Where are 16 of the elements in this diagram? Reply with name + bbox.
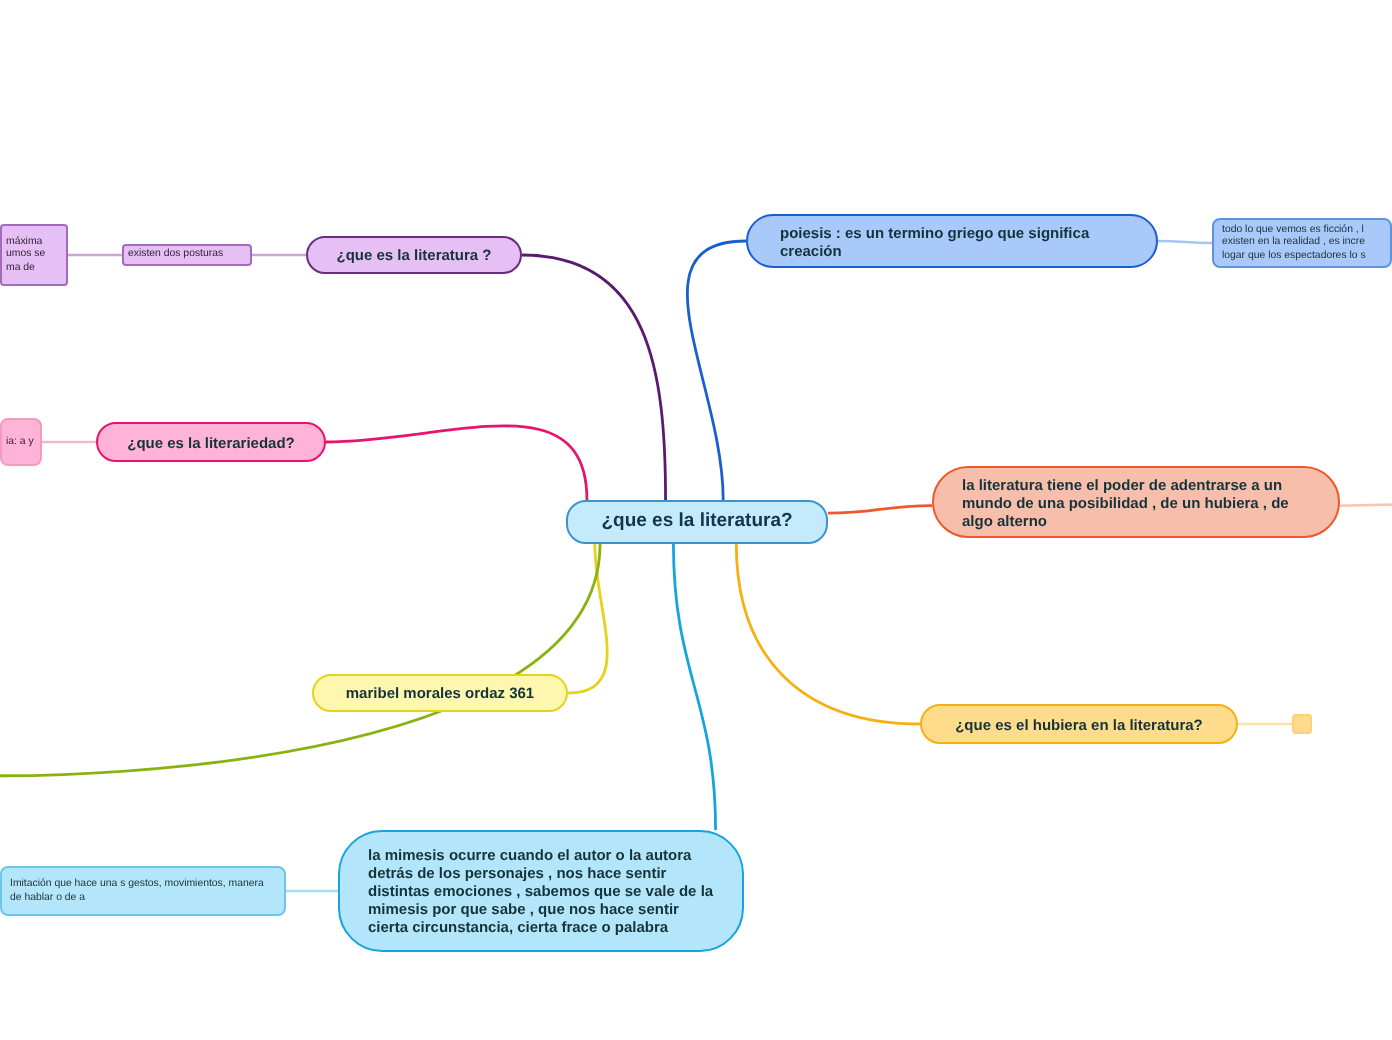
central-topic: ¿que es la literatura? <box>566 500 828 544</box>
connector-line <box>1158 239 1212 245</box>
connector-line <box>1340 502 1392 507</box>
connector-line <box>521 253 667 500</box>
connector-line <box>734 543 921 726</box>
connector-line <box>325 424 589 501</box>
connector-line <box>686 239 747 501</box>
empty-box <box>1292 714 1312 734</box>
connector-line <box>286 889 338 893</box>
connector-line <box>672 543 717 831</box>
connector-line <box>252 253 306 257</box>
connector-line <box>42 440 96 444</box>
connector-line <box>828 504 932 515</box>
connector-line <box>1238 722 1292 726</box>
connector-line <box>68 253 122 257</box>
connector-line <box>567 543 609 695</box>
